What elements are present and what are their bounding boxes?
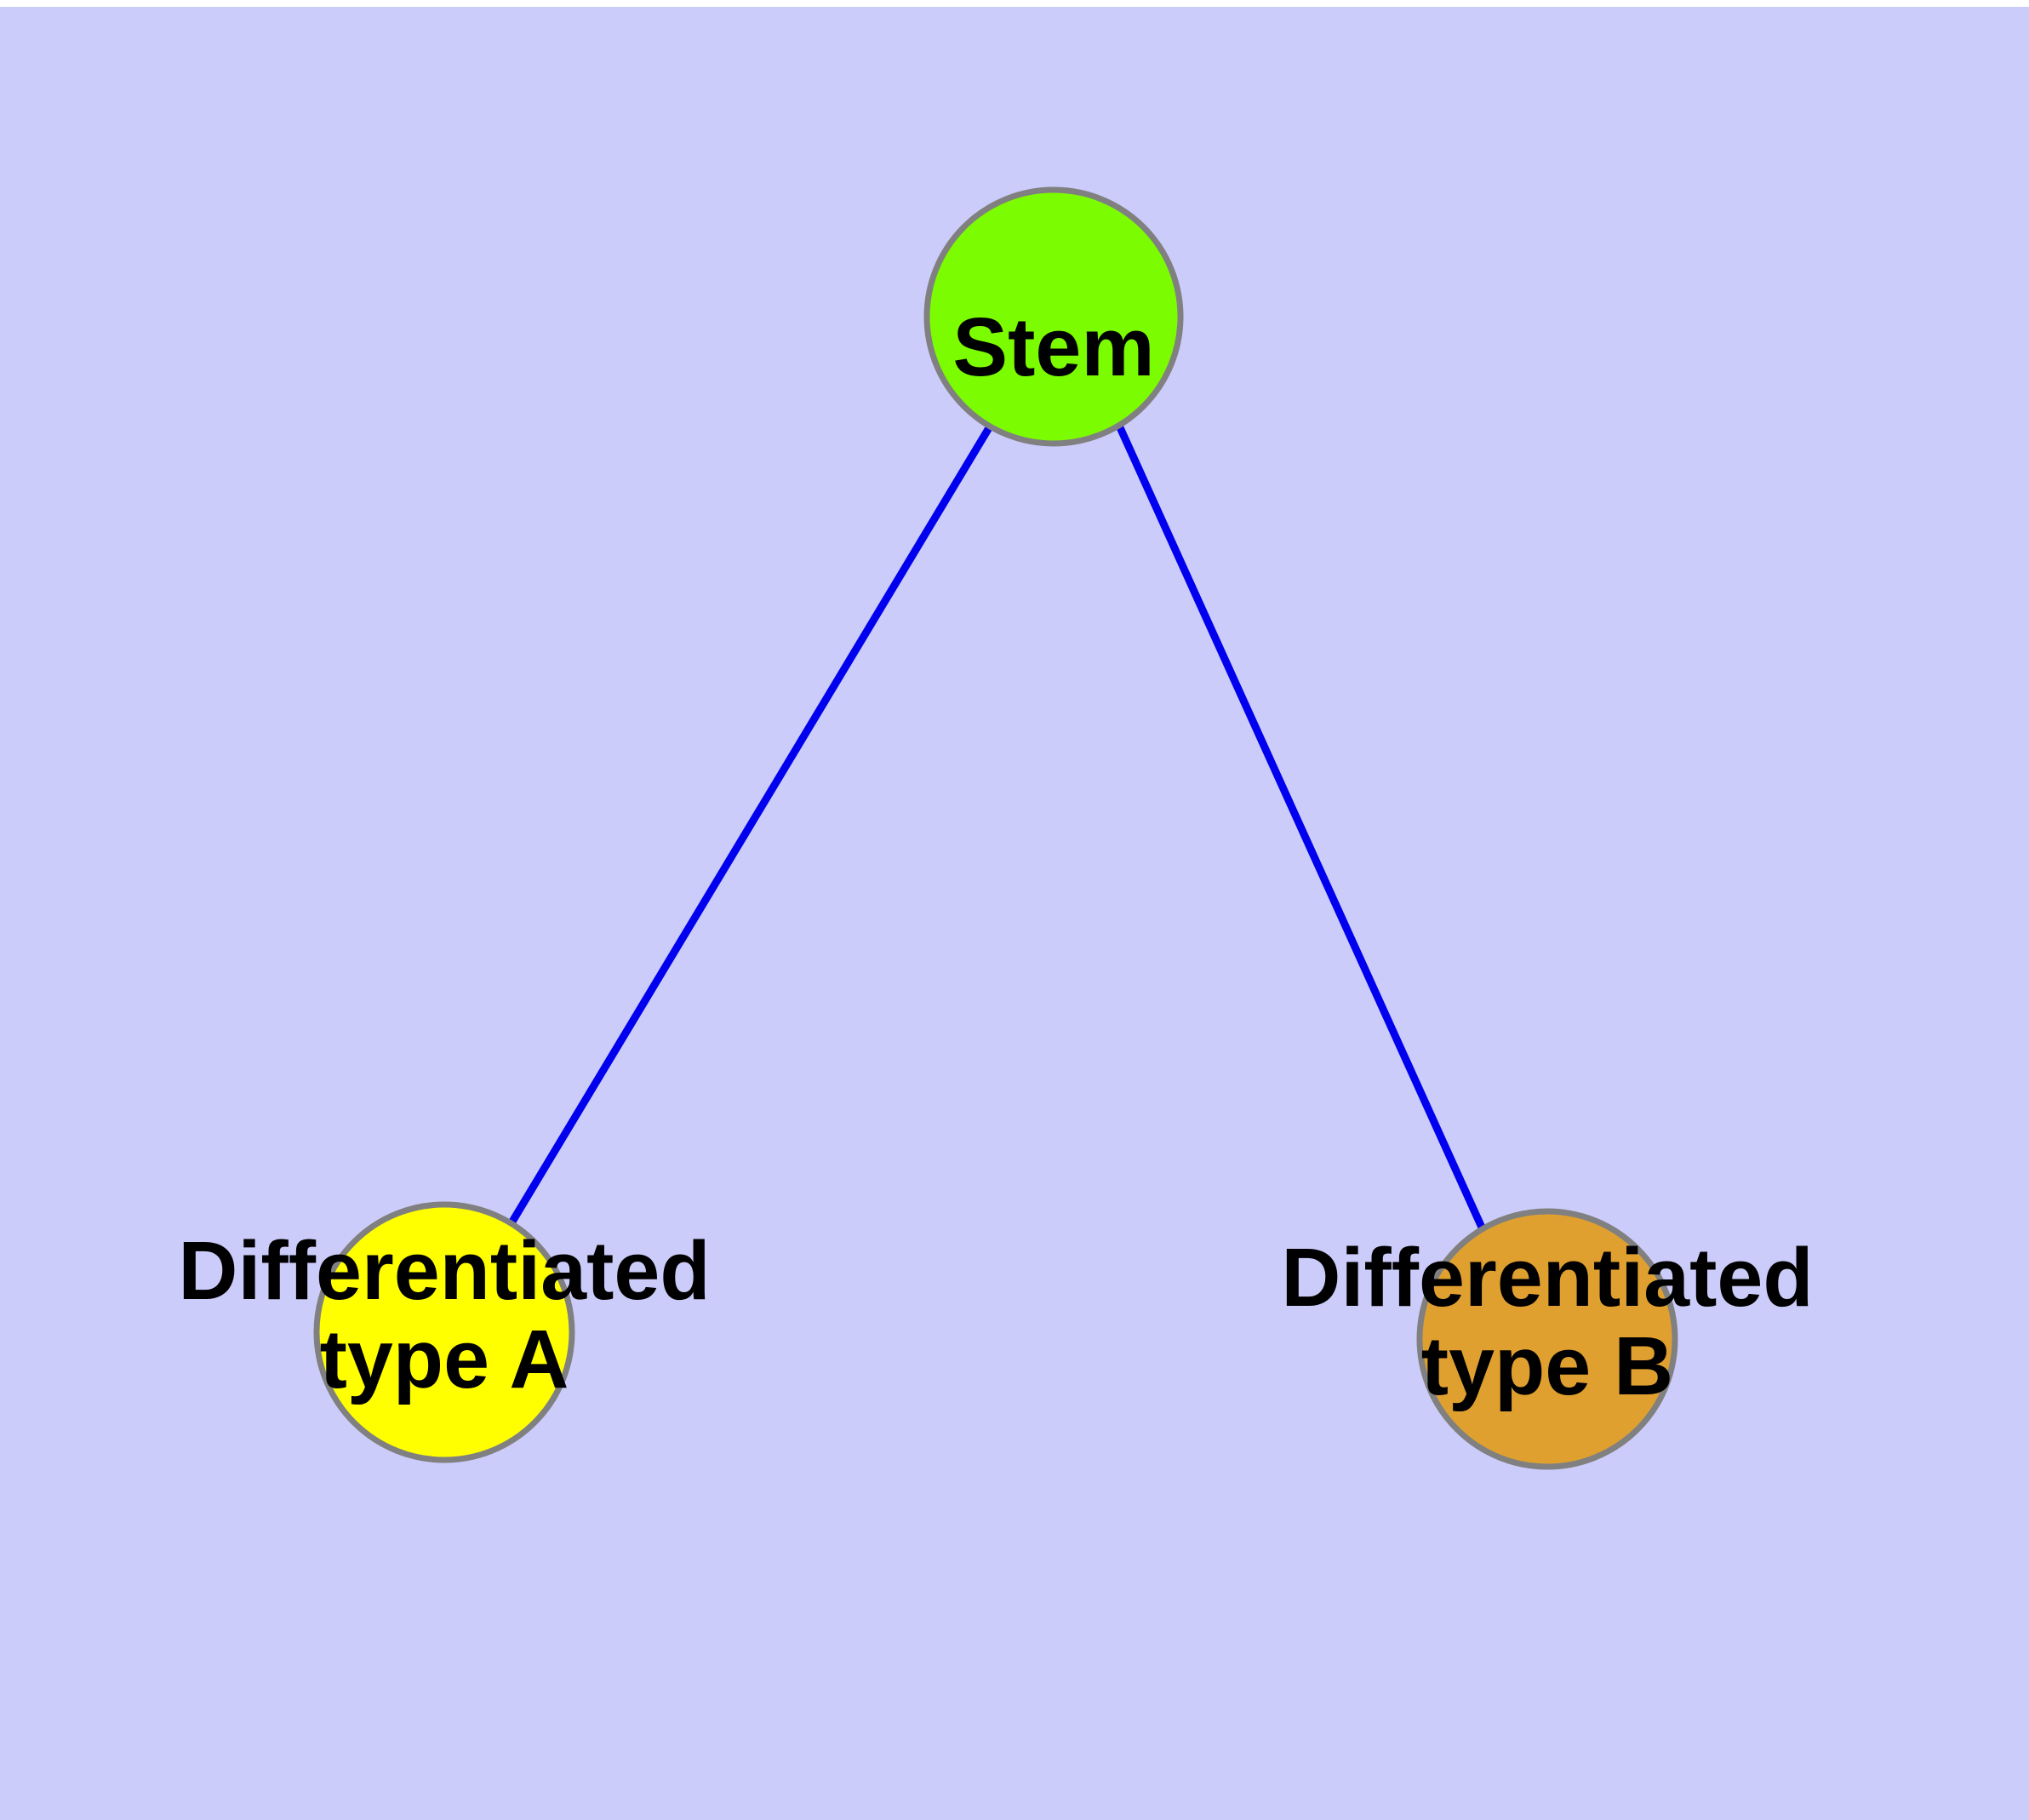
graph-node-stem[interactable]: Stem — [923, 186, 1184, 447]
node-label-line: Stem — [952, 300, 1154, 393]
graph-edge-stem-to-diff-a[interactable] — [509, 424, 993, 1224]
node-label-line: Differentiated — [178, 1224, 710, 1317]
node-circle-diff_a[interactable] — [313, 1201, 575, 1463]
node-label-line: type B — [1421, 1319, 1673, 1412]
node-label-stem: Stem — [952, 300, 1154, 393]
node-label-line: Differentiated — [1281, 1231, 1813, 1324]
node-label-line: type A — [320, 1313, 569, 1405]
edges-layer — [509, 424, 1487, 1231]
graph-edge-stem-to-diff-b[interactable] — [1115, 424, 1487, 1231]
node-circle-diff_b[interactable] — [1416, 1208, 1678, 1470]
node-circle-stem[interactable] — [923, 186, 1184, 447]
